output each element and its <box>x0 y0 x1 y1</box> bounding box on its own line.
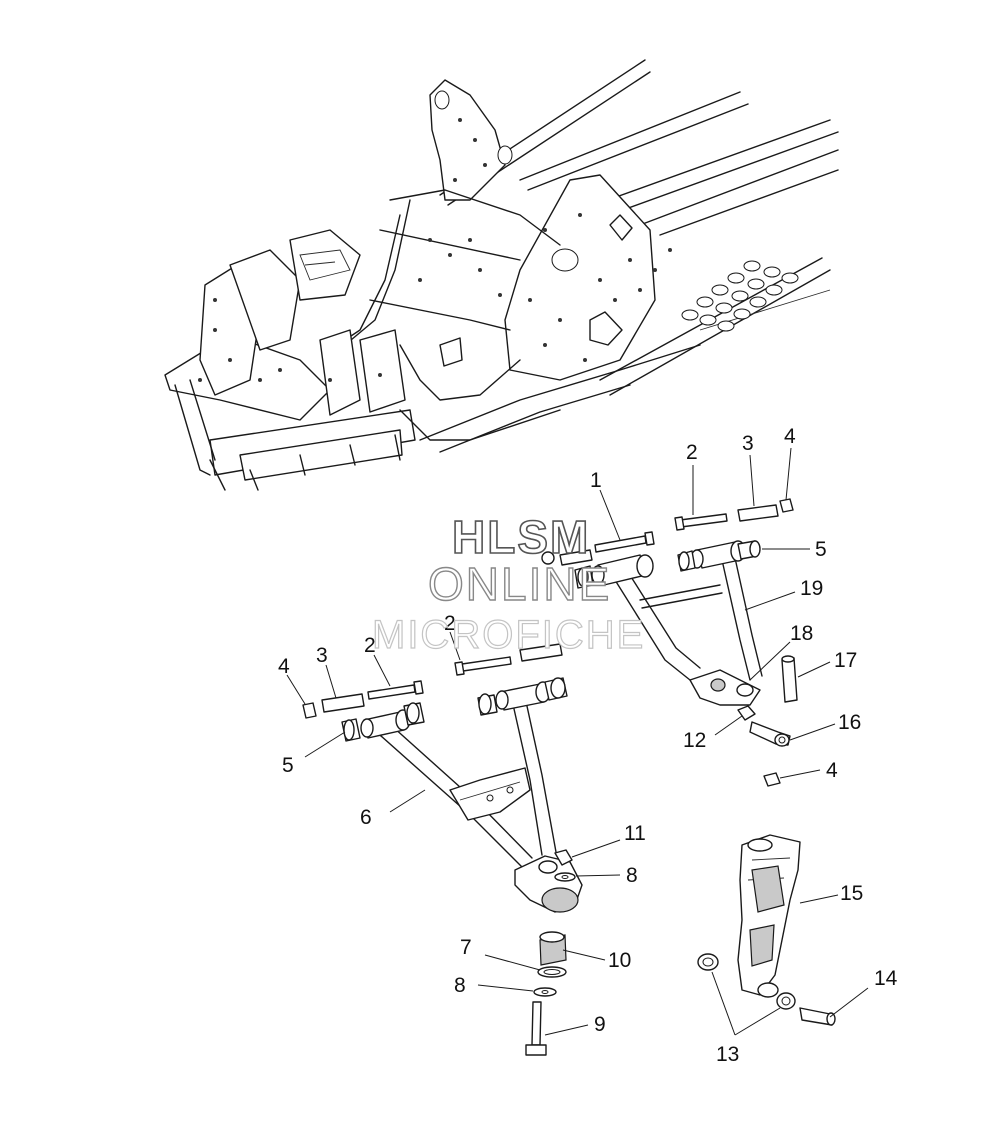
callout-9: 9 <box>594 1013 606 1036</box>
watermark: HLSM ONLINE MICROFICHE <box>371 510 645 657</box>
callout-5: 5 <box>282 754 294 777</box>
callout-4: 4 <box>278 655 290 678</box>
callout-19: 19 <box>800 577 823 600</box>
callout-6: 6 <box>360 806 372 829</box>
callout-11: 11 <box>624 822 646 845</box>
callout-7: 7 <box>460 936 472 959</box>
callout-15: 15 <box>840 882 863 905</box>
callout-labels: 1 2 3 4 5 19 2 2 3 4 18 17 5 12 16 4 6 1… <box>278 425 898 1066</box>
callout-17: 17 <box>834 649 857 672</box>
tie-rod-hardware <box>737 655 798 787</box>
spindle-assembly <box>697 834 836 1026</box>
watermark-line-1: HLSM <box>452 511 590 563</box>
callout-4: 4 <box>784 425 796 448</box>
callout-16: 16 <box>838 711 861 734</box>
lower-a-arm-assembly <box>341 677 583 913</box>
callout-18: 18 <box>790 622 813 645</box>
upper-arm-hardware <box>541 498 794 566</box>
watermark-line-2: ONLINE <box>428 558 611 610</box>
callout-14: 14 <box>874 967 898 990</box>
callout-1: 1 <box>590 469 602 492</box>
callout-3: 3 <box>742 432 754 455</box>
ball-joint-hardware <box>525 849 576 1056</box>
chassis-frame <box>164 59 839 491</box>
callout-4: 4 <box>826 759 838 782</box>
callout-8: 8 <box>454 974 466 997</box>
callout-2: 2 <box>686 441 698 464</box>
callout-10: 10 <box>608 949 631 972</box>
lower-arm-hardware <box>302 643 563 719</box>
leader-lines <box>286 447 869 1036</box>
tunnel-perforations <box>681 260 799 332</box>
watermark-line-3: MICROFICHE <box>372 613 645 657</box>
callout-12: 12 <box>683 729 706 752</box>
callout-2: 2 <box>444 612 456 635</box>
callout-5: 5 <box>815 538 827 561</box>
callout-2: 2 <box>364 634 376 657</box>
callout-8: 8 <box>626 864 638 887</box>
upper-a-arm-assembly <box>574 540 763 706</box>
callout-3: 3 <box>316 644 328 667</box>
callout-13: 13 <box>716 1043 739 1066</box>
